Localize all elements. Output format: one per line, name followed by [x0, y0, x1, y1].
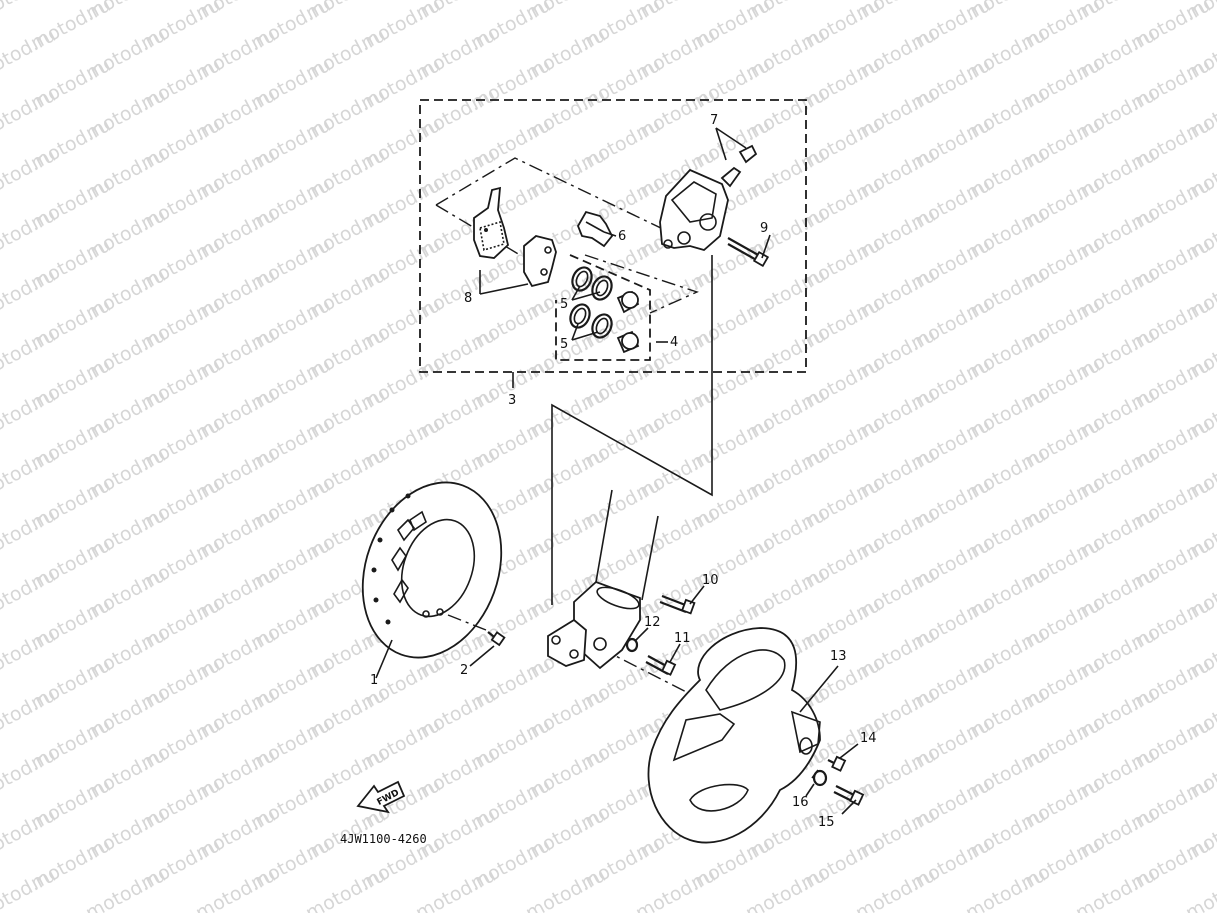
callout-2: 2 — [460, 663, 468, 678]
callout-4: 4 — [670, 335, 678, 350]
callout-1: 1 — [370, 673, 378, 688]
callout-5a: 5 — [560, 297, 568, 312]
watermark-text: motod.ru — [82, 864, 169, 913]
fork-leg — [547, 489, 659, 670]
disc-cover-part-13 — [647, 627, 839, 844]
callout-leaders — [479, 231, 819, 779]
callout-6: 6 — [618, 229, 626, 244]
callout-12: 12 — [644, 615, 661, 630]
callout-7: 7 — [710, 113, 718, 128]
watermark-text: motod.ru — [302, 864, 389, 913]
piston-kit-part-4 — [555, 254, 651, 361]
brake-pad-part-8 — [473, 186, 557, 288]
bolt-part-10 — [659, 585, 705, 615]
washer-part-12 — [625, 627, 649, 653]
callout-8: 8 — [464, 291, 472, 306]
caliper-assembly-box — [419, 99, 807, 388]
watermark-text: motod.ru — [192, 864, 279, 913]
washer-part-16 — [805, 769, 828, 797]
callout-14: 14 — [860, 731, 877, 746]
callout-11: 11 — [674, 631, 691, 646]
brake-disc-part-1 — [361, 481, 503, 679]
watermark-text: motod.ru — [632, 864, 719, 913]
watermark-text: motod.ru — [742, 864, 829, 913]
watermark-text: motod.ru — [962, 864, 1049, 913]
watermark-text: motod.ru — [412, 864, 499, 913]
bolt-part-9 — [727, 234, 771, 268]
diagram-code: 4JW1100-4260 — [340, 832, 427, 846]
caliper-body — [659, 168, 729, 251]
callout-13: 13 — [830, 649, 847, 664]
bleed-screw-part-7 — [715, 127, 758, 188]
watermark-text: motod.ru — [522, 864, 609, 913]
watermark-text: motod.ru — [1072, 864, 1159, 913]
watermark-text: motod.ru — [0, 864, 59, 913]
watermark-text: motod.ru — [1182, 864, 1217, 913]
bolt-part-15 — [833, 785, 865, 815]
watermark-text: motod.ru — [0, 0, 59, 24]
disc-bolt-part-2 — [447, 614, 506, 667]
callout-9: 9 — [760, 221, 768, 236]
callout-16: 16 — [792, 795, 809, 810]
bolt-part-11 — [645, 643, 681, 676]
watermark-text: motod.ru — [852, 864, 939, 913]
callout-15: 15 — [818, 815, 835, 830]
callout-10: 10 — [702, 573, 719, 588]
callout-5b: 5 — [560, 337, 568, 352]
callout-3: 3 — [508, 393, 516, 408]
pad-spring-part-6 — [577, 210, 614, 248]
bolt-part-14 — [827, 743, 859, 772]
